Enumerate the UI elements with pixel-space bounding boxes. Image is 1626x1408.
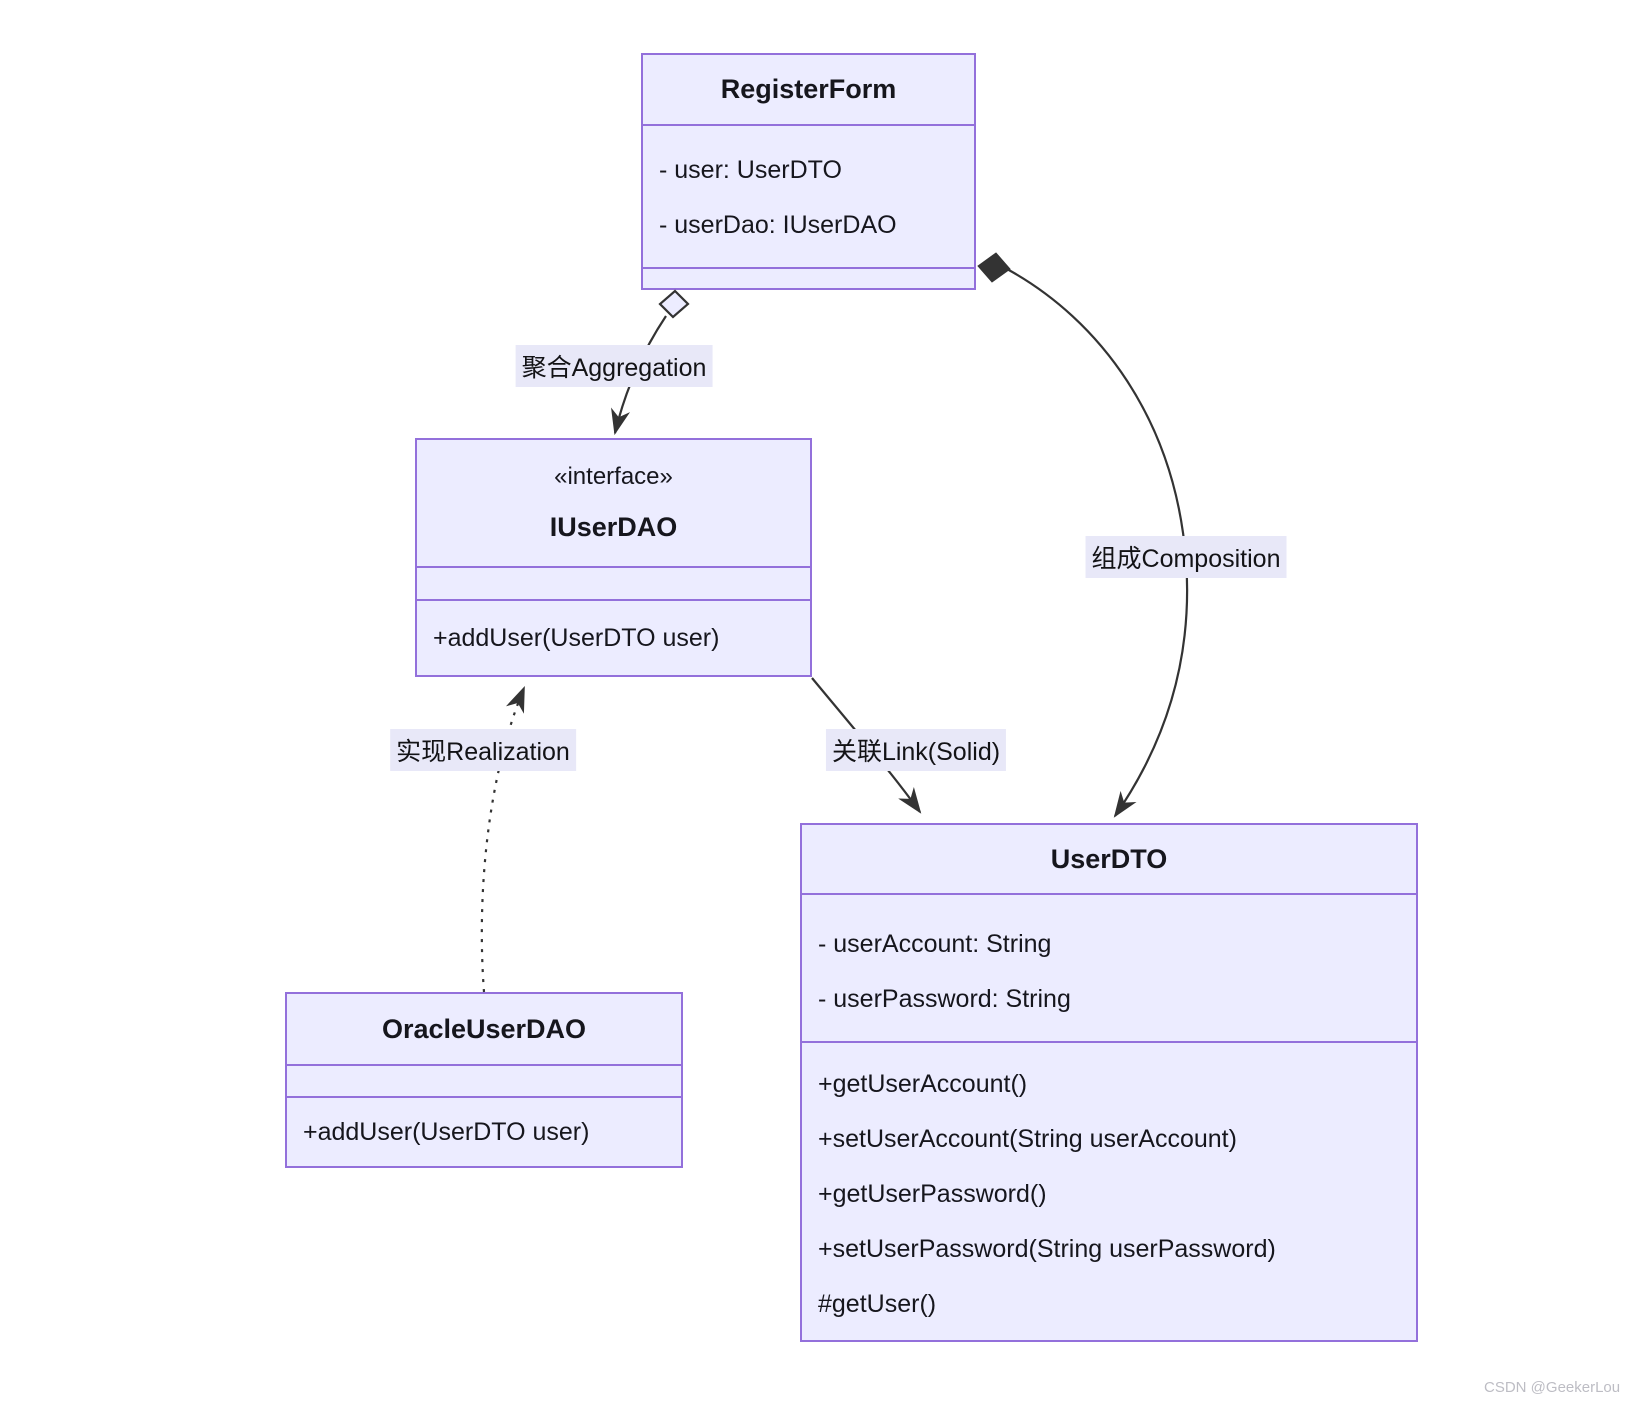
- aggregation-hollow-diamond-icon: [658, 289, 690, 319]
- class-title-registerform: RegisterForm: [643, 55, 974, 124]
- class-box-oracleuserdao: OracleUserDAO +addUser(UserDTO user): [285, 992, 683, 1168]
- composition-filled-diamond-icon: [977, 252, 1011, 283]
- class-attribute: - userAccount: String: [818, 930, 1052, 958]
- class-method: +getUserAccount(): [818, 1070, 1028, 1098]
- methods-section: +addUser(UserDTO user): [287, 1096, 681, 1166]
- class-title-oracleuserdao: OracleUserDAO: [287, 994, 681, 1064]
- realization-edge-line: [480, 685, 526, 993]
- methods-section-empty: [643, 267, 974, 288]
- class-attribute: - user: UserDTO: [659, 156, 842, 184]
- class-attribute: - userPassword: String: [818, 985, 1071, 1013]
- class-title-iuserdao: «interface» IUserDAO: [417, 440, 810, 566]
- class-box-iuserdao: «interface» IUserDAO +addUser(UserDTO us…: [415, 438, 812, 677]
- methods-section: +getUserAccount() +setUserAccount(String…: [802, 1041, 1416, 1340]
- class-title-userdto: UserDTO: [802, 825, 1416, 893]
- class-method: +addUser(UserDTO user): [303, 1117, 590, 1146]
- edge-label-link: 关联Link(Solid): [825, 729, 1007, 771]
- attributes-section-empty: [417, 566, 810, 599]
- edge-label-composition: 组成Composition: [1085, 536, 1287, 578]
- class-attribute: - userDao: IUserDAO: [659, 211, 897, 239]
- class-method: +setUserPassword(String userPassword): [818, 1235, 1276, 1263]
- class-name: UserDTO: [1050, 843, 1168, 874]
- class-method: +setUserAccount(String userAccount): [818, 1125, 1237, 1153]
- class-name: IUserDAO: [549, 512, 678, 542]
- class-name: RegisterForm: [720, 74, 897, 104]
- edge-label-aggregation: 聚合Aggregation: [515, 345, 713, 387]
- attributes-section: - userAccount: String - userPassword: St…: [802, 893, 1416, 1041]
- attributes-section: - user: UserDTO - userDao: IUserDAO: [643, 124, 974, 267]
- class-method: +getUserPassword(): [818, 1180, 1047, 1208]
- methods-section: +addUser(UserDTO user): [417, 599, 810, 675]
- class-box-userdto: UserDTO - userAccount: String - userPass…: [800, 823, 1418, 1342]
- class-box-registerform: RegisterForm - user: UserDTO - userDao: …: [641, 53, 976, 290]
- attributes-section-empty: [287, 1064, 681, 1096]
- watermark: CSDN @GeekerLou: [1484, 1379, 1621, 1396]
- class-name: OracleUserDAO: [381, 1013, 587, 1044]
- class-method: #getUser(): [818, 1290, 937, 1318]
- class-stereotype: «interface»: [554, 463, 673, 490]
- edge-label-realization: 实现Realization: [390, 729, 576, 771]
- class-method: +addUser(UserDTO user): [433, 623, 720, 652]
